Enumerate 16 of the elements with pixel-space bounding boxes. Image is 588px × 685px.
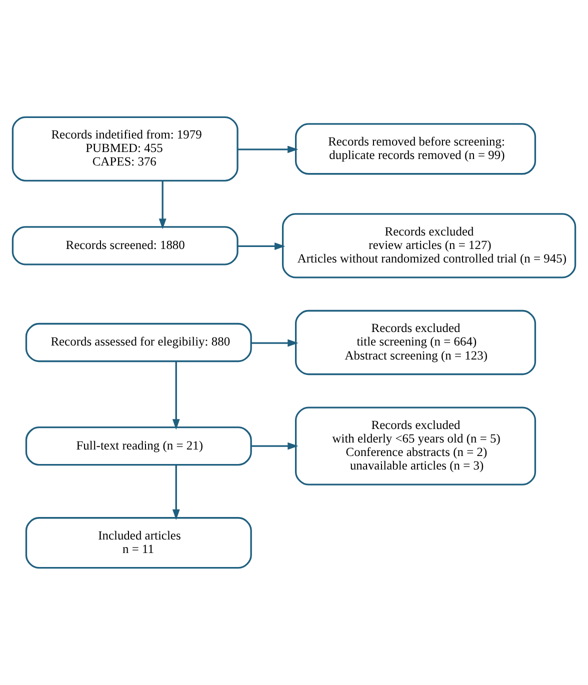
- arrow: [172, 465, 180, 520]
- node-box: Full-text reading (n = 21): [25, 426, 252, 466]
- node-box: Records excluded review articles (n = 127) Articles without randomized controlled trial (n = 945): [282, 213, 576, 278]
- node-box: Records removed before screening: duplicate records removed (n = 99): [294, 123, 536, 175]
- arrow: [251, 442, 298, 450]
- arrow: [172, 362, 180, 430]
- node-box: Records assessed for elegibiliy: 880: [25, 322, 252, 362]
- node-box: Records screened: 1880: [12, 226, 238, 266]
- node-box: Records excluded with elderly <65 years old (n = 5) Conference abstracts (n = 2) unavailable articles (n = 3): [294, 406, 536, 486]
- node-box: Included articles n = 11: [25, 517, 252, 569]
- arrow: [238, 242, 286, 250]
- node-box: Records indetified from: 1979 PUBMED: 455 CAPES: 376: [12, 116, 238, 182]
- arrow: [158, 180, 166, 230]
- arrow: [238, 146, 298, 154]
- arrow: [251, 339, 298, 347]
- node-box: Records excluded title screening (n = 664) Abstract screening (n = 123): [294, 310, 536, 376]
